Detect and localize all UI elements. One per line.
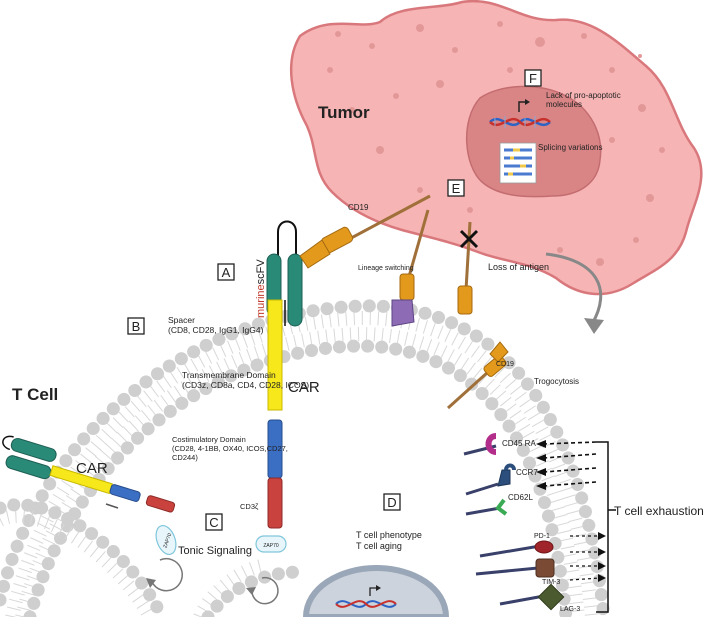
car-construct-main: [246, 220, 303, 605]
box-letter-f: F: [529, 71, 537, 86]
scfv-suffix: scFV: [255, 259, 267, 285]
loss-of-antigen-marker: [457, 221, 479, 315]
cd19-top-label: CD19: [348, 203, 369, 212]
cd19-trogocytosis: [446, 341, 509, 410]
zap70-tonic-label: ZAP70: [162, 532, 173, 549]
costim-options-2: CD244): [172, 453, 198, 462]
t-cell-membrane: [0, 299, 611, 617]
tm-title: Transmembrane Domain: [182, 370, 276, 380]
t-cell-nucleus: [302, 564, 450, 617]
cd62l-marker: [465, 498, 508, 516]
box-f: F: [524, 69, 542, 87]
box-a: A: [217, 263, 235, 281]
t-cell-label: T Cell: [12, 385, 58, 404]
box-e: E: [447, 179, 465, 197]
box-b: B: [127, 317, 145, 335]
car-construct-tonic: [2, 435, 183, 592]
box-letter-d: D: [387, 495, 396, 510]
lack-pro-apoptotic-2: molecules: [546, 100, 582, 109]
dna-helix-icon: [489, 99, 551, 128]
scfv-murine: murine: [255, 284, 267, 318]
trogocytosis-label: Trogocytosis: [534, 377, 579, 386]
cd45ra-marker: [463, 433, 497, 456]
splicing-variations-label: Splicing variations: [538, 143, 602, 152]
ccr7-label: CCR7: [516, 468, 538, 477]
zap70-main-label: ZAP70: [263, 543, 279, 549]
t-cell-exhaustion-label: T cell exhaustion: [614, 504, 704, 518]
scfv-label: murinescFV: [255, 259, 267, 318]
pd1-marker: [479, 540, 554, 558]
cd19-binding: [299, 194, 431, 269]
spacer-options: (CD8, CD28, IgG1, IgG4): [168, 325, 264, 335]
lag3-marker: [499, 583, 565, 611]
trogocytosis-arrow: [545, 252, 604, 334]
lag3-label: LAG-3: [560, 606, 580, 613]
dashed-arrowheads-exhaustion: [598, 532, 606, 582]
car-tonic-label: CAR: [76, 460, 108, 477]
dashed-arrowheads-naive: [536, 440, 546, 490]
box-letter-a: A: [222, 265, 231, 280]
tm-options: (CD3z, CD8a, CD4, CD28, ICOS): [182, 380, 309, 390]
lineage-switching-label: Lineage switching: [358, 265, 414, 272]
tonic-signaling-label: Tonic Signaling: [178, 545, 252, 557]
tim3-marker: [475, 558, 555, 578]
car-main-label: CAR: [288, 379, 320, 396]
tumor-label: Tumor: [318, 103, 370, 122]
box-c: C: [205, 513, 223, 531]
box-letter-c: C: [209, 515, 218, 530]
pd1-label: PD-1: [534, 533, 550, 540]
cd45ra-label: CD45 RA: [502, 439, 536, 448]
dashed-arrows-exhaustion: [569, 535, 601, 581]
spacer-title: Spacer: [168, 315, 195, 325]
costim-options-1: (CD28, 4-1BB, OX40, ICOS,CD27,: [172, 444, 288, 453]
box-letter-b: B: [132, 319, 141, 334]
t-cell-phenotype-label: T cell phenotype: [356, 530, 422, 540]
t-cell-aging-label: T cell aging: [356, 541, 402, 551]
tumor-speckles: [327, 21, 665, 266]
box-letter-e: E: [452, 181, 461, 196]
ccr7-marker: [465, 463, 516, 496]
loss-of-antigen-label: Loss of antigen: [488, 262, 549, 272]
tumor-cell: [289, 0, 703, 296]
cd3z-label: CD3ζ: [240, 502, 259, 511]
splicing-icon: [499, 142, 537, 184]
cd62l-label: CD62L: [508, 493, 533, 502]
lack-pro-apoptotic-1: Lack of pro-apoptotic: [546, 91, 621, 100]
box-d: D: [383, 493, 401, 511]
cd19-trogo-label: CD19: [496, 361, 514, 368]
lineage-switching-marker: [391, 209, 430, 327]
exhaustion-bracket: [596, 441, 616, 613]
costim-title: Costimulatory Domain: [172, 435, 246, 444]
cross-icon: [459, 229, 479, 249]
dashed-arrows-naive: [543, 441, 597, 487]
tim3-label: TIM-3: [542, 579, 560, 586]
